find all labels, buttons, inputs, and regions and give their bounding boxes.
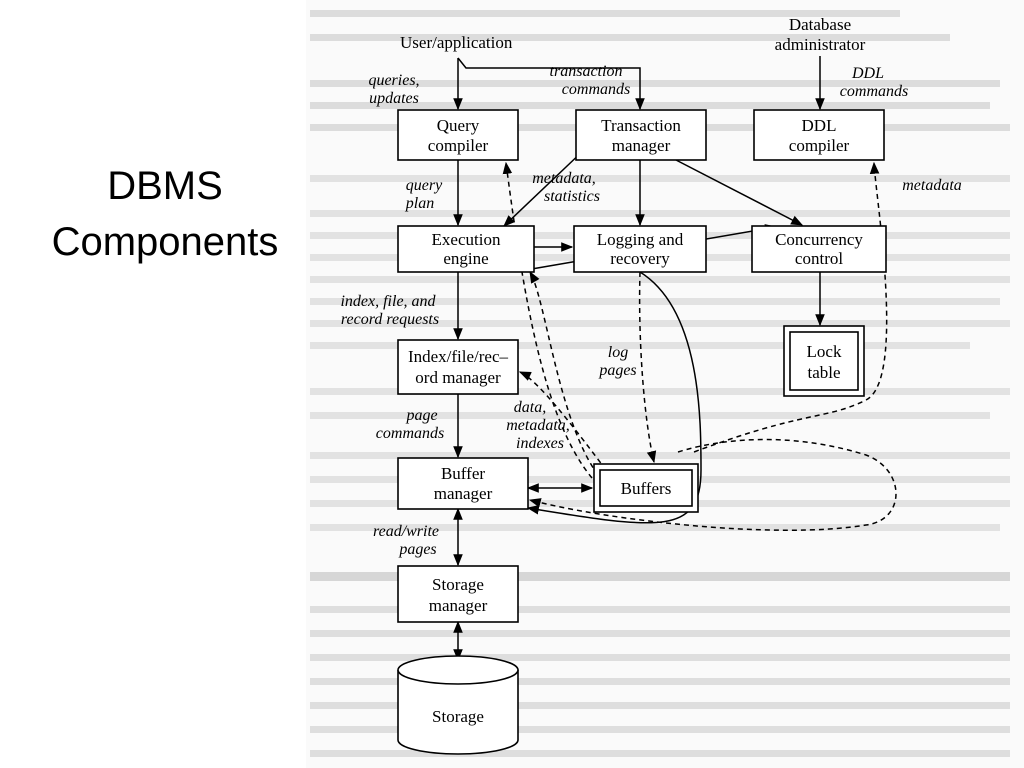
svg-text:compiler: compiler bbox=[789, 136, 850, 155]
svg-text:commands: commands bbox=[376, 425, 444, 442]
edge-label-page-commands: page commands bbox=[376, 407, 444, 442]
edge-label-metadata-statistics: metadata, statistics bbox=[532, 170, 600, 205]
arrow-user-to-transaction-manager bbox=[457, 57, 645, 111]
svg-text:log: log bbox=[608, 344, 628, 361]
buffer-manager-box: Buffer manager bbox=[397, 457, 529, 510]
svg-text:plan: plan bbox=[405, 195, 434, 212]
svg-text:Execution: Execution bbox=[432, 230, 501, 249]
svg-text:Concurrency: Concurrency bbox=[775, 230, 863, 249]
svg-text:transaction: transaction bbox=[550, 63, 623, 80]
index-file-record-manager-box: Index/file/rec– ord manager bbox=[397, 339, 519, 395]
svg-text:Transaction: Transaction bbox=[601, 116, 681, 135]
user-application-label: User/application bbox=[400, 33, 513, 52]
dashed-connectors bbox=[502, 161, 897, 531]
dashed-buffers-to-ddl-compiler bbox=[693, 161, 888, 453]
dashed-buffers-loop-to-buffer-manager bbox=[528, 438, 897, 531]
edge-label-read-write-pages: read/write pages bbox=[373, 523, 439, 558]
buffers-box: Buffers bbox=[593, 463, 699, 513]
edge-label-metadata: metadata bbox=[902, 177, 962, 194]
svg-text:indexes: indexes bbox=[516, 435, 564, 452]
svg-text:record requests: record requests bbox=[341, 311, 439, 328]
svg-text:queries,: queries, bbox=[368, 72, 419, 89]
transaction-manager-box: Transaction manager bbox=[575, 109, 707, 161]
dashed-buffers-to-query-compiler bbox=[502, 161, 593, 479]
logging-recovery-box: Logging and recovery bbox=[573, 225, 707, 273]
edge-label-index-file-record-requests: index, file, and record requests bbox=[340, 293, 439, 328]
slide-title-line-1: DBMS bbox=[107, 164, 223, 208]
svg-text:updates: updates bbox=[369, 90, 419, 107]
execution-engine-box: Execution engine bbox=[397, 225, 535, 273]
svg-text:page: page bbox=[405, 407, 437, 424]
svg-text:manager: manager bbox=[434, 484, 493, 503]
storage-manager-box: Storage manager bbox=[397, 565, 519, 623]
concurrency-control-box: Concurrency control bbox=[751, 225, 887, 273]
svg-text:compiler: compiler bbox=[428, 136, 489, 155]
svg-text:Buffer: Buffer bbox=[441, 464, 485, 483]
dbms-component-diagram: User/application Database administrator … bbox=[340, 15, 962, 755]
svg-text:control: control bbox=[795, 249, 843, 268]
edge-label-queries-updates: queries, updates bbox=[368, 72, 419, 107]
dashed-buffers-to-execution-engine bbox=[529, 270, 599, 476]
edge-label-query-plan: query plan bbox=[405, 177, 443, 212]
svg-text:Lock: Lock bbox=[807, 342, 842, 361]
edge-label-ddl-commands: DDL commands bbox=[840, 65, 908, 100]
svg-text:manager: manager bbox=[429, 596, 488, 615]
svg-text:metadata,: metadata, bbox=[532, 170, 596, 187]
svg-text:DDL: DDL bbox=[851, 65, 884, 82]
svg-text:Index/file/rec–: Index/file/rec– bbox=[408, 347, 509, 366]
svg-text:commands: commands bbox=[840, 83, 908, 100]
lock-table-box: Lock table bbox=[783, 325, 865, 397]
storage-cylinder: Storage bbox=[397, 655, 519, 755]
slide-title: DBMS Components bbox=[0, 158, 330, 270]
edge-label-data-metadata-indexes: data, metadata, indexes bbox=[506, 399, 570, 452]
svg-text:Storage: Storage bbox=[432, 707, 484, 726]
svg-text:query: query bbox=[406, 177, 443, 194]
arrow-logging-to-buffer-manager bbox=[526, 271, 702, 524]
arrow-transaction-to-concurrency bbox=[675, 159, 804, 226]
svg-text:pages: pages bbox=[598, 362, 636, 379]
svg-text:read/write: read/write bbox=[373, 523, 439, 540]
svg-text:engine: engine bbox=[443, 249, 488, 268]
svg-text:metadata,: metadata, bbox=[506, 417, 570, 434]
svg-text:manager: manager bbox=[612, 136, 671, 155]
svg-text:ord manager: ord manager bbox=[415, 368, 501, 387]
svg-text:Query: Query bbox=[437, 116, 480, 135]
svg-text:commands: commands bbox=[562, 81, 630, 98]
slide-title-line-2: Components bbox=[51, 220, 279, 264]
svg-text:Buffers: Buffers bbox=[621, 479, 672, 498]
svg-text:data,: data, bbox=[514, 399, 546, 416]
dba-label-line-2: administrator bbox=[775, 35, 866, 54]
dba-label-line-1: Database bbox=[789, 15, 851, 34]
scanned-page: User/application Database administrator … bbox=[306, 0, 1024, 768]
svg-text:DDL: DDL bbox=[802, 116, 837, 135]
svg-text:Logging and: Logging and bbox=[597, 230, 684, 249]
edge-label-transaction-commands: transaction commands bbox=[550, 63, 631, 98]
arrow-transaction-to-execution bbox=[503, 147, 587, 227]
svg-text:index, file, and: index, file, and bbox=[340, 293, 436, 310]
query-compiler-box: Query compiler bbox=[397, 109, 519, 161]
svg-text:Storage: Storage bbox=[432, 575, 484, 594]
edge-label-log-pages: log pages bbox=[598, 344, 636, 379]
ddl-compiler-box: DDL compiler bbox=[753, 109, 885, 161]
svg-text:recovery: recovery bbox=[610, 249, 670, 268]
svg-text:statistics: statistics bbox=[544, 188, 600, 205]
svg-text:pages: pages bbox=[398, 541, 436, 558]
svg-text:table: table bbox=[807, 363, 840, 382]
dashed-logging-to-buffers bbox=[638, 271, 657, 464]
